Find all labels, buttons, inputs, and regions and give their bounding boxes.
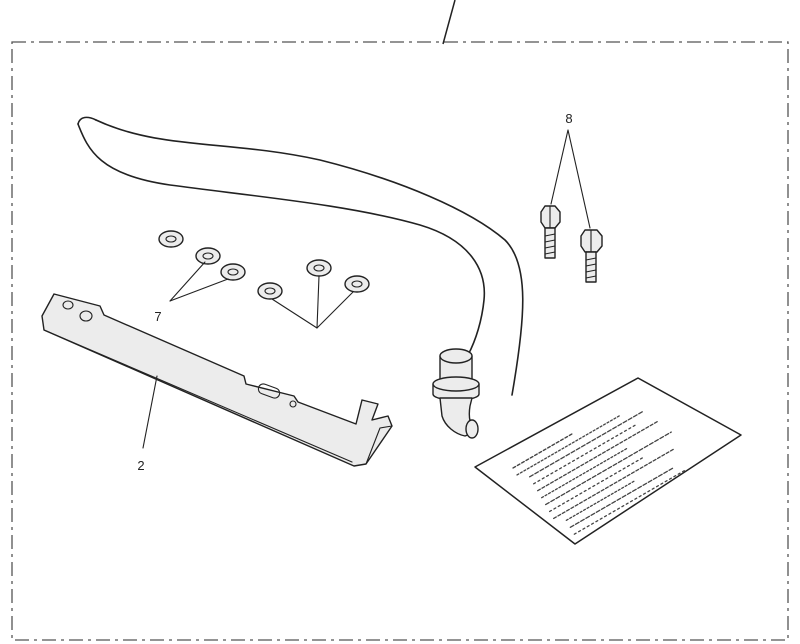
callout-bolts: 8	[565, 111, 572, 126]
bracket-leader	[142, 375, 158, 449]
callout-bracket: 2	[137, 458, 144, 473]
washer-leader	[316, 291, 354, 329]
washer	[257, 282, 283, 300]
hose	[77, 116, 524, 396]
callout-washers: 7	[154, 309, 161, 324]
washer-leader	[169, 278, 229, 302]
washer-leader	[169, 261, 206, 302]
bolt	[580, 229, 603, 283]
washer	[158, 230, 184, 248]
kit-boundary-frame	[11, 41, 789, 641]
bracket	[41, 293, 393, 467]
leader-lines	[142, 129, 591, 449]
washers	[158, 230, 370, 300]
washer	[306, 259, 332, 277]
washer-leader	[271, 298, 318, 329]
instruction-text-lines	[512, 411, 688, 535]
washer	[195, 247, 221, 265]
bolt	[540, 205, 561, 259]
washer	[220, 263, 246, 281]
washer	[344, 275, 370, 293]
washer-leader	[316, 275, 320, 329]
bolt-leader	[567, 129, 591, 229]
instruction-sheet	[474, 377, 742, 545]
elbow-connector	[432, 348, 480, 439]
bolt-leader	[550, 129, 569, 205]
bolts	[540, 205, 603, 283]
reference-leader-line	[442, 0, 456, 45]
